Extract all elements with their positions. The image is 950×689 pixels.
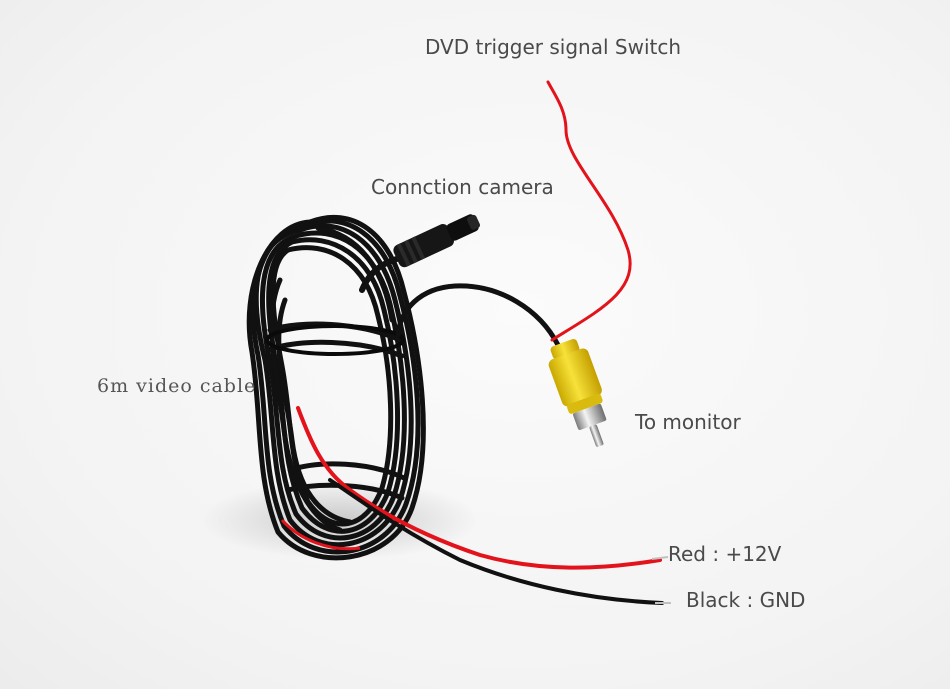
red-stripe xyxy=(280,518,361,551)
connection-camera-label: Conncti​on camera xyxy=(371,175,554,199)
black-ground-wire xyxy=(328,478,664,605)
red-power-wire xyxy=(296,406,662,570)
video-cable-label: 6m video cable xyxy=(97,375,257,397)
red-wire-label: Red : +12V xyxy=(668,542,782,566)
to-monitor-label: To monitor xyxy=(635,410,741,434)
black-wire-label: Black : GND xyxy=(686,588,806,612)
dvd-trigger-label: DVD trigger signal Switch xyxy=(425,35,682,59)
cable-tie xyxy=(265,324,405,356)
red-wire-tip xyxy=(651,556,669,560)
dvd-trigger-wire xyxy=(546,80,632,342)
video-lead xyxy=(395,283,561,348)
camera-connector xyxy=(393,214,481,268)
rca-plug xyxy=(548,339,607,447)
camera-lead xyxy=(359,255,403,293)
